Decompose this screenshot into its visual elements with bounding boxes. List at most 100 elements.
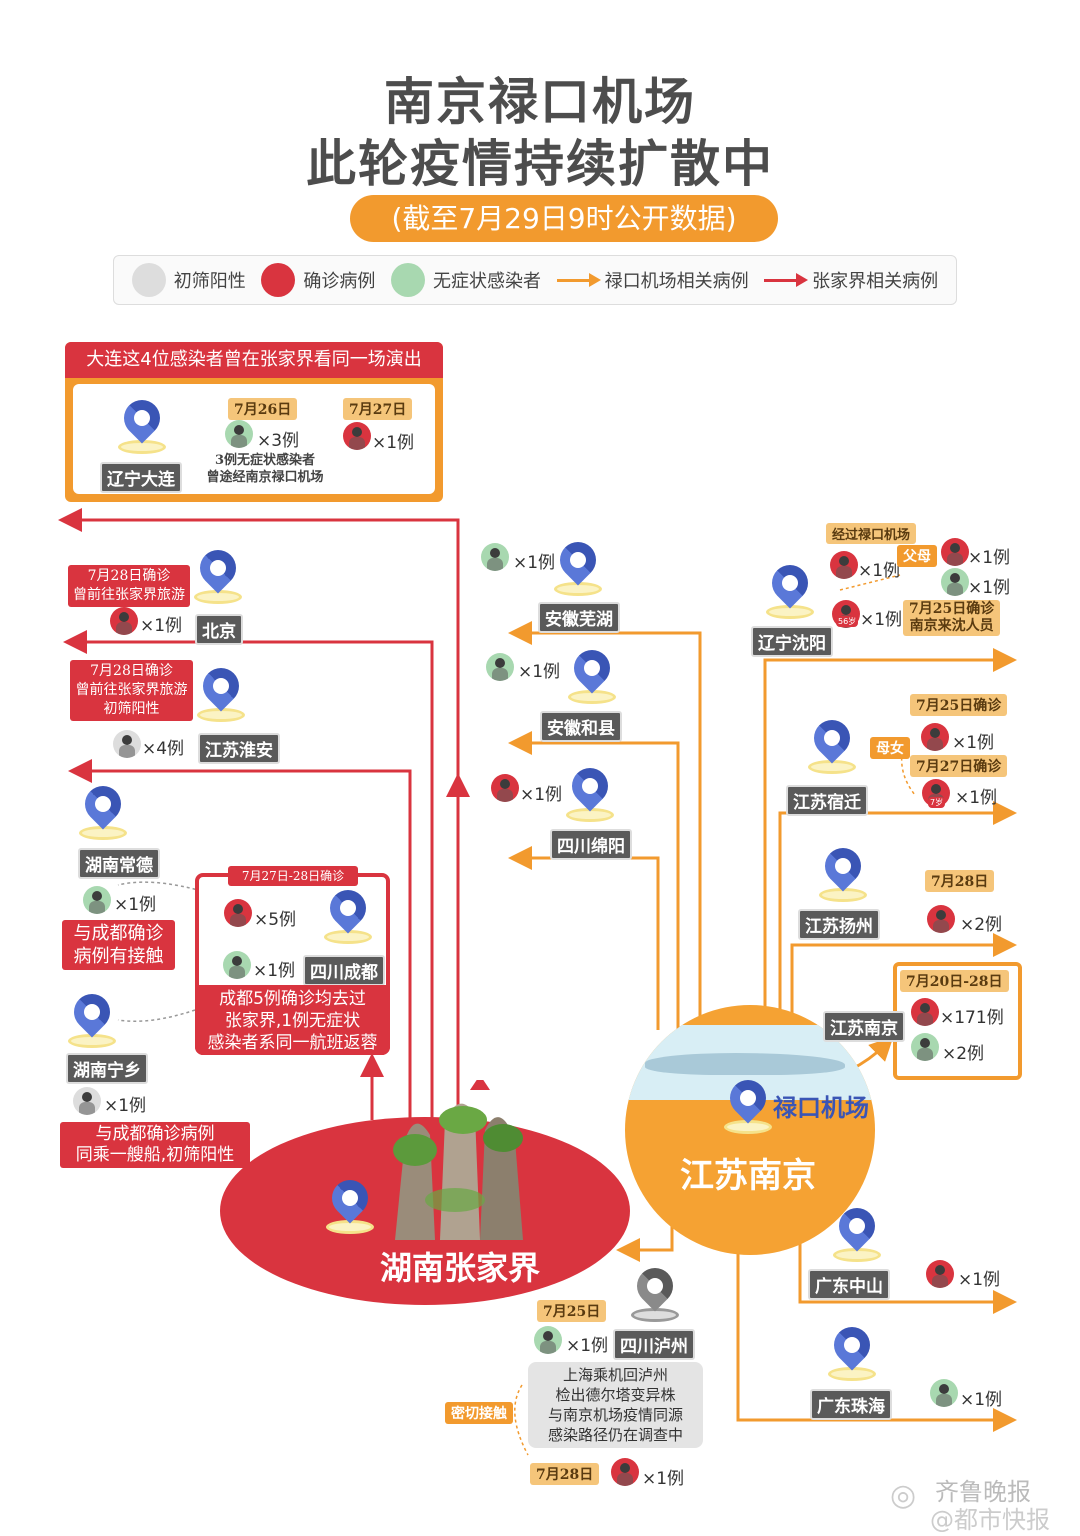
case-count: ×1例	[518, 662, 561, 682]
orange-arrow-icon	[556, 272, 601, 287]
case-count: ×1例	[642, 1469, 685, 1489]
case-count: ×1例	[860, 610, 903, 630]
location-pin-icon	[192, 542, 244, 608]
case-count: ×1例	[513, 553, 556, 573]
note-line: 成都5例确诊均去过	[219, 989, 366, 1009]
place-label-zhuhai: 广东珠海	[810, 1389, 892, 1420]
case-count: ×1例	[114, 895, 157, 915]
line-to-mianyang	[508, 846, 660, 1030]
note-line: 检出德尔塔变异株	[555, 1386, 676, 1404]
beijing-note: 7月28日确诊曾前往张家界旅游	[68, 565, 190, 607]
location-pin-icon	[77, 778, 129, 844]
asymptomatic-person-icon	[481, 543, 509, 571]
case-count: ×1例	[858, 561, 901, 581]
shenyang-note: 7月25日确诊南京来沈人员	[903, 600, 1001, 636]
place-label-changde: 湖南常德	[78, 848, 160, 879]
asymptomatic-person-icon	[486, 653, 514, 681]
chengdu-note: 成都5例确诊均去过张家界,1例无症状感染者系同一航班返蓉	[195, 985, 390, 1055]
note-line: 曾前往张家界旅游	[73, 587, 185, 603]
subtitle: (截至7月29日9时公开数据)	[350, 195, 778, 242]
date-tag: 7月25日	[537, 1300, 607, 1322]
case-count: ×1例	[520, 785, 563, 805]
date-tag: 7月27日确诊	[910, 755, 1008, 777]
location-pin-icon	[195, 660, 247, 726]
note-line: 7月28日确诊	[90, 663, 173, 679]
note-line: 感染路径仍在调查中	[547, 1426, 683, 1444]
line-to-zhuhai	[736, 1200, 1017, 1432]
watermark-line-2: @都市快报	[930, 1506, 1050, 1534]
case-count: ×4例	[142, 739, 185, 759]
title-line-1: 南京禄口机场	[384, 73, 696, 131]
confirmed-person-icon	[921, 723, 949, 751]
date-tag: 7月28日	[925, 870, 995, 892]
case-count: ×5例	[254, 910, 297, 930]
location-pin-icon	[764, 557, 816, 623]
place-label-suqian: 江苏宿迁	[786, 785, 868, 816]
legend-item-lukou: 禄口机场相关病例	[556, 267, 749, 293]
place-label-chengdu: 四川成都	[303, 955, 385, 986]
ningxiang-note: 与成都确诊病例同乘一艘船,初筛阳性	[60, 1122, 250, 1168]
location-pin-icon	[116, 392, 168, 458]
huaian-note: 7月28日确诊曾前往张家界旅游初筛阳性	[70, 660, 193, 721]
location-pin-icon	[324, 1172, 376, 1238]
case-count: ×2例	[960, 915, 1003, 935]
location-pin-icon	[831, 1200, 883, 1266]
note-line: 与南京机场疫情同源	[547, 1406, 683, 1424]
luzhou-note: 上海乘机回泸州检出德尔塔变异株与南京机场疫情同源感染路径仍在调查中	[528, 1362, 703, 1448]
legend-item-asymptomatic: 无症状感染者	[390, 263, 541, 297]
line-to-dalian	[58, 508, 460, 1110]
location-pin-icon	[629, 1260, 681, 1326]
lukou-tag: 经过禄口机场	[826, 523, 917, 544]
case-count: ×1例	[955, 788, 998, 808]
asymptomatic-person-icon	[941, 568, 969, 596]
legend-item-confirmed: 确诊病例	[261, 263, 375, 297]
weibo-logo-icon: ◎	[890, 1478, 917, 1513]
legend-label: 禄口机场相关病例	[604, 271, 749, 292]
note-line: 感染者系同一航班返蓉	[207, 1033, 378, 1053]
place-label-luzhou: 四川泸州	[613, 1329, 695, 1360]
asymptomatic-person-icon	[911, 1033, 939, 1061]
case-count: ×1例	[566, 1336, 609, 1356]
place-label-ningxiang: 湖南宁乡	[66, 1053, 148, 1084]
location-pin-icon	[826, 1319, 878, 1385]
red-arrow-icon	[764, 272, 809, 287]
note-line: 与成都确诊	[73, 923, 164, 944]
line-to-shenyang	[763, 648, 1017, 1030]
age-badge: 56岁	[836, 616, 859, 627]
note-line: 7月28日确诊	[87, 568, 171, 584]
line-to-suqian	[778, 801, 1017, 1030]
place-label-beijing: 北京	[195, 614, 243, 645]
legend-item-screen-positive: 初筛阳性	[131, 263, 246, 297]
case-count: ×1例	[140, 616, 183, 636]
title-line-2: 此轮疫情持续扩散中	[306, 135, 774, 193]
changde-note: 与成都确诊病例有接触	[62, 920, 175, 970]
case-count: ×1例	[958, 1270, 1001, 1290]
close-contact-tag: 密切接触	[445, 1402, 513, 1424]
note-line: 曾途经南京禄口机场	[206, 470, 324, 485]
confirmed-person-icon	[224, 899, 252, 927]
date-tag: 7月27日	[343, 398, 413, 420]
place-label-huaian: 江苏淮安	[198, 733, 280, 764]
legend-label: 张家界相关病例	[812, 271, 939, 292]
note-line: 南京来沈人员	[909, 618, 994, 634]
screen-positive-person-icon	[73, 1087, 101, 1115]
legend-label: 初筛阳性	[173, 271, 246, 292]
confirmed-person-icon	[927, 905, 955, 933]
location-pin-icon	[66, 986, 118, 1052]
relation-tag: 母女	[870, 737, 910, 759]
location-pin-icon	[722, 1072, 774, 1138]
place-label-yangzhou: 江苏扬州	[798, 909, 880, 940]
legend-item-zhangjiajie: 张家界相关病例	[764, 267, 938, 293]
red-dot-icon	[261, 263, 296, 297]
case-count: ×2例	[942, 1044, 985, 1064]
place-label-hexian: 安徽和县	[540, 711, 622, 742]
note-line: 3例无症状感染者	[214, 453, 316, 468]
date-tag: 7月26日	[228, 398, 298, 420]
place-label-wuhu: 安徽芜湖	[538, 602, 620, 633]
asymptomatic-person-icon	[930, 1379, 958, 1407]
watermark-line-1: 齐鲁晚报	[935, 1478, 1031, 1506]
chengdu-header: 7月27日-28日确诊	[228, 866, 358, 886]
note-line: 7月25日确诊	[909, 601, 995, 617]
case-count: ×1例	[952, 733, 995, 753]
location-pin-icon	[564, 760, 616, 826]
